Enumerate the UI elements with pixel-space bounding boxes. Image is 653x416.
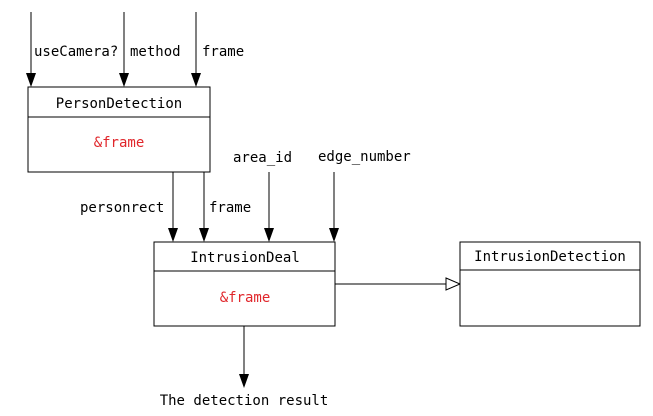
input-arrow-method: [119, 12, 129, 87]
label-frame-middle: frame: [209, 200, 251, 216]
person-detection-member: &frame: [94, 135, 145, 151]
label-detection-result: The detection result: [160, 393, 329, 409]
arrow-to-intrusion-detection: [335, 277, 462, 291]
intrusion-detection-box: IntrusionDetection: [459, 241, 641, 327]
label-personrect: personrect: [80, 200, 164, 216]
arrow-frame-middle: [199, 172, 209, 242]
arrow-area-id: [264, 172, 274, 242]
label-frame-top: frame: [202, 44, 244, 60]
input-arrow-use-camera: [26, 12, 36, 87]
intrusion-deal-box: IntrusionDeal &frame: [153, 241, 336, 327]
intrusion-detection-title: IntrusionDetection: [474, 249, 626, 265]
label-method: method: [130, 44, 181, 60]
person-detection-title: PersonDetection: [56, 96, 182, 112]
label-use-camera: useCamera?: [34, 44, 118, 60]
arrow-edge-number: [329, 172, 339, 242]
intrusion-deal-member: &frame: [220, 290, 271, 306]
person-detection-box: PersonDetection &frame: [27, 86, 211, 173]
intrusion-deal-title: IntrusionDeal: [190, 250, 300, 266]
label-edge-number: edge_number: [318, 149, 411, 165]
arrow-personrect: [168, 172, 178, 242]
label-area-id: area_id: [233, 150, 292, 166]
arrow-output: [239, 326, 249, 388]
input-arrow-frame: [191, 12, 201, 87]
